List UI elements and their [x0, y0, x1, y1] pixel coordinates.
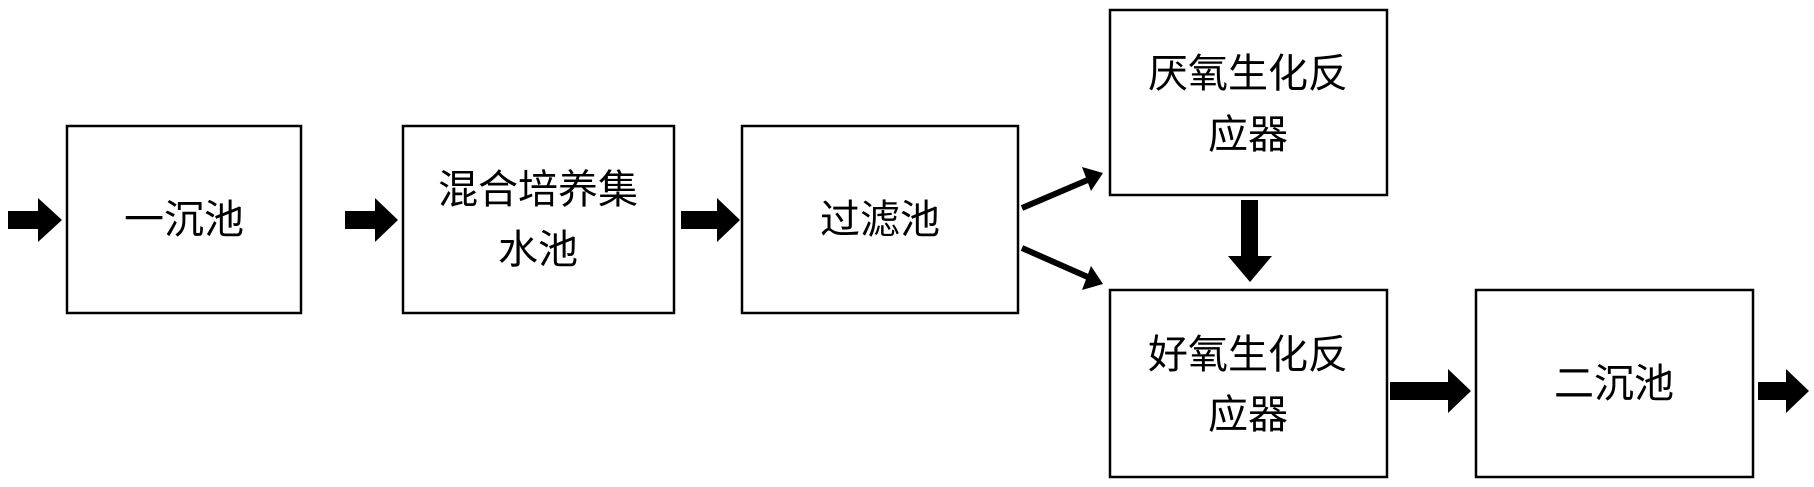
node-mixing-tank-label-line1: 混合培养集: [438, 167, 638, 213]
arrow-filter-to-anaerobic: [1020, 167, 1103, 211]
node-primary-sedimentation: 一沉池: [65, 124, 303, 315]
arrow-mixing-to-filter: [681, 198, 740, 242]
node-aerobic-reactor: 好氧生化反 应器: [1108, 288, 1389, 479]
arrow-anaerobic-to-aerobic: [1228, 200, 1272, 282]
arrow-aerobic-to-secondary: [1390, 369, 1471, 413]
node-mixing-tank-label-line2: 水池: [498, 227, 578, 273]
node-secondary-sedimentation-label: 二沉池: [1554, 361, 1674, 407]
node-anaerobic-reactor: 厌氧生化反 应器: [1108, 8, 1389, 197]
arrow-filter-to-aerobic: [1020, 245, 1103, 290]
node-filter-tank: 过滤池: [740, 124, 1020, 315]
node-anaerobic-reactor-label-line2: 应器: [1208, 112, 1288, 158]
node-filter-tank-label: 过滤池: [820, 197, 940, 243]
arrow-input: [8, 198, 62, 242]
node-secondary-sedimentation: 二沉池: [1474, 288, 1755, 479]
arrow-primary-to-mixing: [345, 198, 398, 242]
node-primary-sedimentation-label: 一沉池: [124, 197, 244, 243]
arrow-output: [1758, 369, 1809, 413]
node-anaerobic-reactor-label-line1: 厌氧生化反: [1148, 51, 1348, 97]
node-mixing-tank: 混合培养集 水池: [401, 124, 676, 315]
node-aerobic-reactor-label-line1: 好氧生化反: [1148, 332, 1348, 378]
node-aerobic-reactor-label-line2: 应器: [1208, 392, 1288, 438]
